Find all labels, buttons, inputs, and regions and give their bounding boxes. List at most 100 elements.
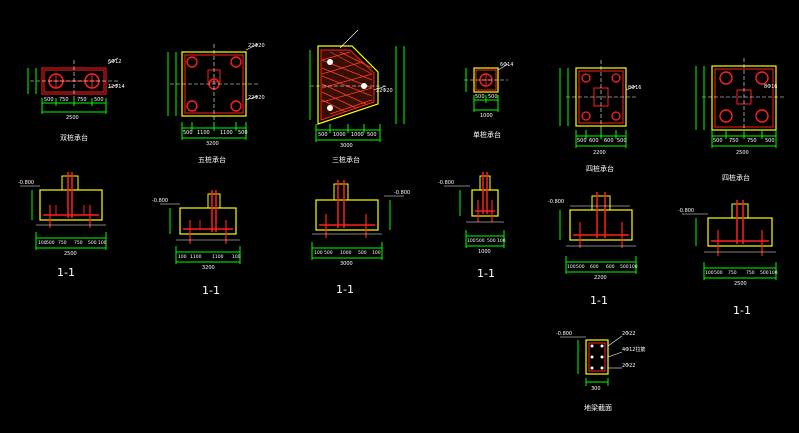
- dim-text: 500: [487, 238, 496, 244]
- section-four-pile-b: [682, 200, 777, 280]
- dim-text: 500: [94, 97, 104, 103]
- elevation: -0.800: [18, 180, 34, 186]
- dim-total: 1000: [478, 249, 491, 255]
- title-five-pile: 五桩承台: [198, 155, 226, 164]
- dim-text: 500: [760, 270, 769, 276]
- section-label: 1-1: [57, 266, 75, 279]
- section-single-pile: [444, 172, 505, 248]
- section-label: 1-1: [590, 294, 608, 307]
- pile-circle: [581, 73, 591, 83]
- dim-text: 750: [59, 97, 69, 103]
- rebar-note: 12Φ14: [108, 84, 125, 90]
- rebar-note: 4Φ12拉筋: [622, 346, 645, 353]
- title-two-pile: 双桩承台: [60, 133, 88, 142]
- four-pile-plan-a: [559, 60, 637, 148]
- title-single-pile: 单桩承台: [473, 130, 501, 139]
- dim-text: 500: [577, 138, 587, 144]
- title-four-pile-b: 四桩承台: [722, 173, 750, 182]
- three-pile-plan: [309, 29, 405, 142]
- dim-total: 2500: [64, 251, 77, 257]
- pile-circle: [755, 71, 769, 85]
- dim-text: 100: [98, 240, 107, 246]
- pile-circle: [327, 105, 333, 111]
- pile-circle: [186, 56, 198, 68]
- elevation: -0.800: [438, 180, 454, 186]
- pile-circle: [755, 109, 769, 123]
- section-two-pile: [20, 172, 107, 250]
- rebar-note: 2Φ22: [622, 331, 635, 337]
- two-pile-plan: [27, 57, 119, 114]
- rebar-note: 2Φ22: [622, 363, 635, 369]
- elevation: -0.800: [394, 190, 410, 196]
- pile-circle: [327, 59, 333, 65]
- pile-circle: [611, 111, 621, 121]
- dim-text: 100: [314, 250, 323, 256]
- dim-text: 500: [46, 240, 55, 246]
- dim-text: 600: [604, 138, 614, 144]
- rebar-note: 8Φ16: [628, 85, 641, 91]
- dim-text: 600: [590, 264, 599, 270]
- dim-text: 100: [372, 250, 381, 256]
- dim-text: 1000: [351, 132, 364, 138]
- dim-text: 1100: [212, 254, 224, 260]
- dim-text: 100: [769, 270, 778, 276]
- dim-total: 3000: [340, 143, 353, 149]
- dim-text: 500: [44, 97, 54, 103]
- dim-text: 500: [324, 250, 333, 256]
- rebar-note: 8Φ16: [764, 84, 777, 90]
- section-label: 1-1: [477, 267, 495, 280]
- dim-text: 500: [367, 132, 377, 138]
- elevation: -0.800: [548, 199, 564, 205]
- pile-circle: [581, 111, 591, 121]
- section-five-pile: [160, 190, 241, 264]
- dim-total: 3000: [340, 261, 353, 267]
- dim-text: 750: [58, 240, 67, 246]
- dim-text: 100: [467, 238, 476, 244]
- single-pile-plan: [464, 63, 509, 112]
- pile-circle: [719, 109, 733, 123]
- dim-text: 100: [567, 264, 576, 270]
- dim-total: 3200: [206, 141, 219, 147]
- dim-text: 500: [183, 130, 193, 136]
- dim-text: 100: [629, 264, 638, 270]
- section-label: 1-1: [336, 283, 354, 296]
- dim-text: 100: [497, 238, 506, 244]
- rebar-note: 22Φ20: [376, 88, 393, 94]
- elevation: -0.800: [152, 198, 168, 204]
- pile-circle: [719, 71, 733, 85]
- title-four-pile-a: 四桩承台: [586, 164, 614, 173]
- dim-text: 500: [488, 94, 498, 100]
- dim-text: 750: [77, 97, 87, 103]
- dim-text: 500: [714, 270, 723, 276]
- dim-text: 300: [591, 386, 601, 392]
- dim-total: 1000: [480, 113, 493, 119]
- dim-text: 500: [713, 138, 723, 144]
- dim-text: 100: [232, 254, 241, 260]
- dim-total: 2500: [66, 115, 79, 121]
- rebar-note: 6Φ14: [500, 62, 513, 68]
- four-pile-plan-b: [695, 58, 786, 148]
- dim-text: 100: [705, 270, 714, 276]
- section-four-pile-a: [559, 192, 637, 274]
- dim-total: 2500: [736, 150, 749, 156]
- rebar-note: 22Φ20: [248, 95, 265, 101]
- dim-text: 750: [747, 138, 757, 144]
- dim-text: 1100: [197, 130, 210, 136]
- pile-circle: [611, 73, 621, 83]
- dim-text: 100: [178, 254, 187, 260]
- dim-text: 500: [620, 264, 629, 270]
- pile-circle: [186, 100, 198, 112]
- dim-text: 500: [318, 132, 328, 138]
- dim-text: 1100: [190, 254, 202, 260]
- title-three-pile: 三桩承台: [332, 155, 360, 164]
- dim-text: 100: [38, 240, 47, 246]
- dim-text: 500: [88, 240, 97, 246]
- dim-text: 1000: [333, 132, 346, 138]
- pile-circle: [230, 56, 242, 68]
- dim-text: 500: [765, 138, 775, 144]
- dim-total: 3200: [202, 265, 215, 271]
- elevation: -0.800: [678, 208, 694, 214]
- dim-text: 500: [476, 238, 485, 244]
- section-label: 1-1: [733, 304, 751, 317]
